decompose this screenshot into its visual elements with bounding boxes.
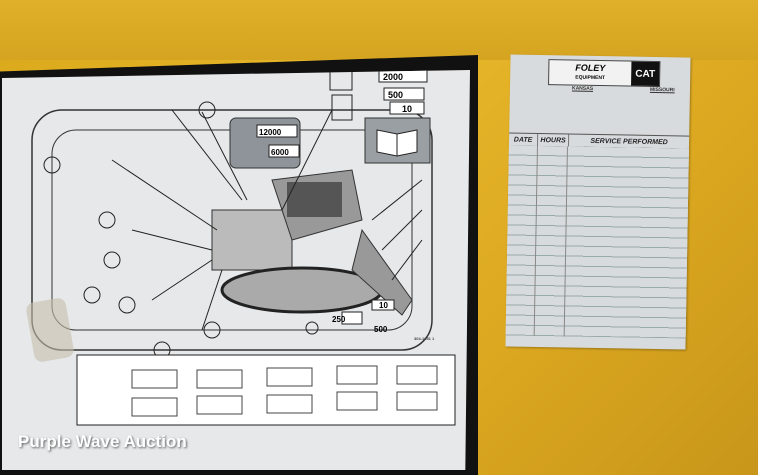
col-date: DATE bbox=[508, 133, 539, 146]
maintenance-diagram: 2000 500 10 12000 6000 bbox=[31, 70, 456, 426]
interval-250: 250 bbox=[332, 315, 346, 324]
interval-10: 10 bbox=[402, 104, 412, 114]
operator-manual-icon bbox=[376, 129, 418, 157]
machine-panel-edge bbox=[0, 0, 758, 60]
col-hours: HOURS bbox=[537, 133, 570, 147]
part-number: 304-1951 1 bbox=[414, 336, 435, 341]
brand-sub: EQUIPMENT bbox=[575, 74, 606, 82]
interval-500b: 500 bbox=[374, 325, 388, 334]
track-loader-illustration bbox=[211, 169, 413, 316]
cat-logo: CAT bbox=[631, 61, 660, 87]
watermark: Purple Wave Auction bbox=[18, 432, 187, 451]
maintenance-decal: 2000 500 10 12000 6000 bbox=[2, 70, 470, 470]
interval-500: 500 bbox=[388, 90, 403, 100]
interval-10b: 10 bbox=[379, 301, 388, 310]
service-log-rows bbox=[505, 145, 689, 339]
brand-name: FOLEY bbox=[575, 62, 606, 74]
state-kansas: KANSAS bbox=[571, 85, 594, 92]
interval-2000: 2000 bbox=[383, 72, 403, 82]
state-missouri: MISSOURI bbox=[649, 86, 675, 94]
interval-6000: 6000 bbox=[271, 148, 289, 157]
interval-12000: 12000 bbox=[259, 128, 282, 137]
